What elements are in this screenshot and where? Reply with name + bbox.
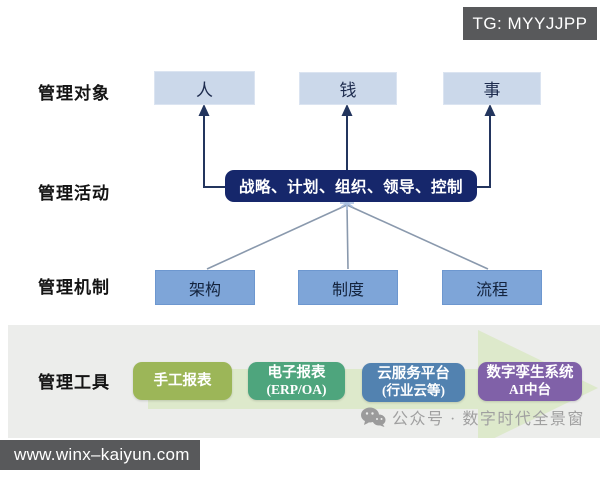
mechanism-box-process: 流程 bbox=[442, 270, 542, 305]
tool-box-line2: (ERP/OA) bbox=[266, 381, 327, 397]
tool-box-line1: 手工报表 bbox=[153, 372, 212, 389]
mechanism-box-system: 制度 bbox=[298, 270, 398, 305]
site-url-bar: www.winx–kaiyun.com bbox=[0, 440, 200, 470]
tool-box-1: 电子报表(ERP/OA) bbox=[248, 362, 345, 400]
object-box-people: 人 bbox=[154, 71, 255, 105]
arrow-up-icons bbox=[198, 104, 496, 116]
tool-box-line1: 数字孪生系统 bbox=[486, 365, 574, 382]
tool-box-line2: (行业云等) bbox=[382, 383, 445, 399]
tool-box-0: 手工报表 bbox=[133, 362, 232, 400]
object-box-money: 钱 bbox=[299, 72, 397, 105]
object-box-matters: 事 bbox=[443, 72, 541, 105]
label-management-activities: 管理活动 bbox=[38, 184, 110, 203]
tool-box-line2: AI中台 bbox=[508, 382, 551, 398]
watermark: 公众号 · 数字时代全景窗 bbox=[360, 405, 585, 429]
label-management-mechanisms: 管理机制 bbox=[38, 278, 110, 297]
wechat-icon bbox=[361, 407, 386, 427]
label-management-objects: 管理对象 bbox=[38, 84, 110, 103]
tg-badge: TG: MYYJJPP bbox=[463, 7, 597, 40]
label-management-tools: 管理工具 bbox=[38, 373, 110, 392]
tool-box-line1: 电子报表 bbox=[267, 364, 326, 381]
tool-box-line1: 云服务平台 bbox=[377, 366, 450, 383]
tool-box-2: 云服务平台(行业云等) bbox=[362, 363, 465, 402]
mechanism-box-architecture: 架构 bbox=[155, 270, 255, 305]
watermark-text: 公众号 · 数字时代全景窗 bbox=[392, 411, 585, 428]
activities-box: 战略、计划、组织、领导、控制 bbox=[225, 170, 477, 202]
